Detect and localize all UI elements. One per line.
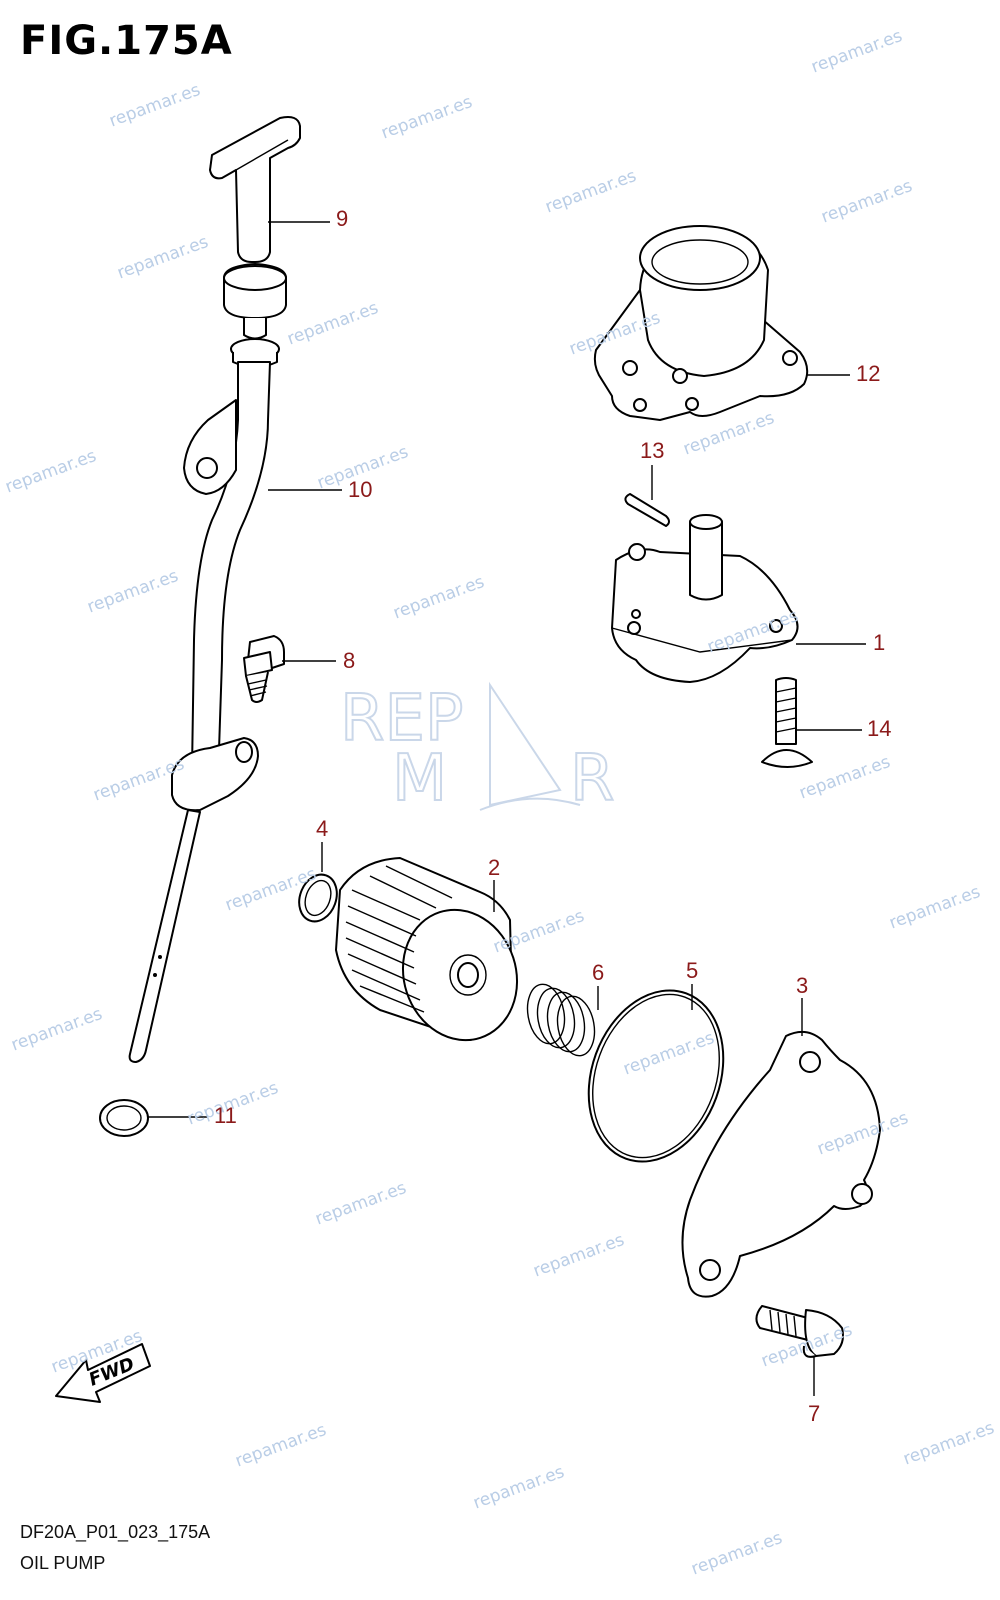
callout-7: 7 [808, 1401, 821, 1426]
part-4-o-ring [298, 873, 338, 923]
part-1-oil-pump [611, 514, 799, 683]
part-2-oil-filter [335, 857, 519, 1042]
part-8-bolt [243, 635, 285, 703]
logo-sail [489, 681, 562, 807]
callout-5: 5 [686, 958, 699, 983]
part-6-spring [526, 983, 596, 1057]
part-10-dipstick-tube [128, 338, 280, 1063]
fwd-arrow-icon: FWD [55, 1343, 151, 1403]
part-3-cover [681, 1030, 881, 1298]
logo-text-top: REP [340, 682, 464, 756]
callout-8: 8 [343, 648, 356, 673]
figure-code: DF20A_P01_023_175A [20, 1522, 211, 1542]
callout-13: 13 [640, 438, 665, 463]
figure-name: OIL PUMP [20, 1553, 106, 1573]
repamar-logo: REP M R [339, 681, 615, 817]
part-12-pump-housing [593, 225, 809, 421]
callout-14: 14 [867, 716, 892, 741]
callout-6: 6 [592, 960, 605, 985]
callout-4: 4 [316, 816, 329, 841]
callout-9: 9 [336, 206, 349, 231]
part-14-screw [761, 677, 813, 768]
part-13-pin [624, 493, 670, 527]
callout-3: 3 [796, 973, 809, 998]
leader-lines [148, 221, 866, 1396]
callout-11: 11 [214, 1103, 237, 1128]
part-9-dipstick-handle [209, 116, 301, 340]
part-5-o-ring [587, 989, 725, 1163]
logo-wave [479, 797, 581, 811]
callout-2: 2 [488, 855, 501, 880]
part-7-bolt [755, 1305, 844, 1358]
callout-12: 12 [856, 361, 881, 386]
logo-text-m: M [392, 742, 447, 816]
figure-title: FIG.175A [20, 18, 233, 64]
callout-1: 1 [873, 630, 886, 655]
callout-10: 10 [348, 477, 373, 502]
